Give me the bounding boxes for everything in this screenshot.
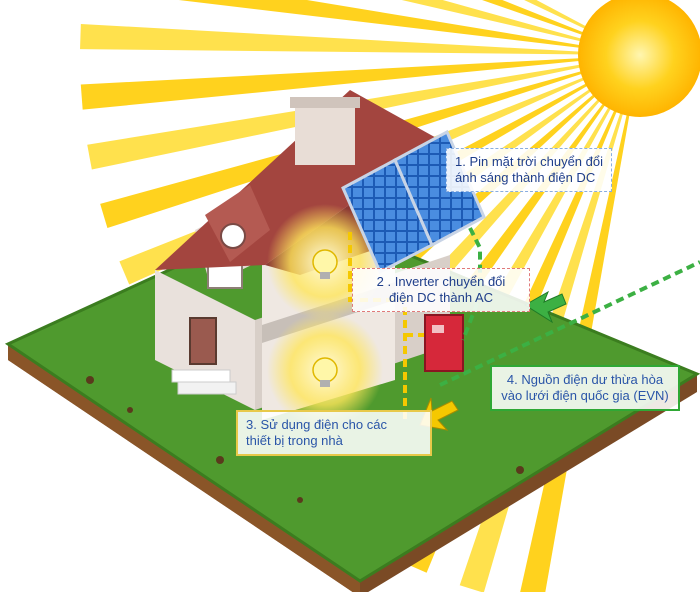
step-1-line-1: 1. Pin mặt trời chuyển đổi <box>455 154 603 169</box>
step-4-line-1: 4. Nguồn điện dư thừa hòa <box>506 372 664 387</box>
step-2-line-2: điện DC thành AC <box>388 290 494 305</box>
step-4-line-2: vào lưới điện quốc gia (EVN) <box>501 388 669 403</box>
step-1-line-2: ánh sáng thành điện DC <box>455 170 596 185</box>
chimney <box>295 105 355 165</box>
grid-arrow-icon <box>524 290 567 324</box>
light-bulb-icon <box>312 357 338 383</box>
step-2-line-1: 2 . Inverter chuyển đổi <box>376 274 506 289</box>
solar-panel-icon <box>341 129 486 275</box>
step-3-line-2: thiết bị trong nhà <box>246 433 343 448</box>
sun-ray <box>178 0 640 55</box>
sun-icon <box>578 0 700 117</box>
sun-ray <box>520 55 640 592</box>
step-3-callout: 3. Sử dụng điện cho các thiết bị trong n… <box>236 410 432 456</box>
sun-ray <box>80 55 641 110</box>
sun-ray <box>401 0 640 55</box>
door <box>189 317 217 365</box>
step-4-callout: 4. Nguồn điện dư thừa hòa vào lưới điện … <box>490 365 680 411</box>
sun-ray <box>524 0 640 55</box>
sun-ray <box>80 23 641 55</box>
step-2-callout: 2 . Inverter chuyển đổi điện DC thành AC <box>352 268 530 312</box>
step-1-callout: 1. Pin mặt trời chuyển đổi ánh sáng thàn… <box>446 148 612 192</box>
inverter-icon <box>424 314 464 372</box>
light-bulb-icon <box>312 249 338 275</box>
step-3-line-1: 3. Sử dụng điện cho các <box>246 417 387 432</box>
